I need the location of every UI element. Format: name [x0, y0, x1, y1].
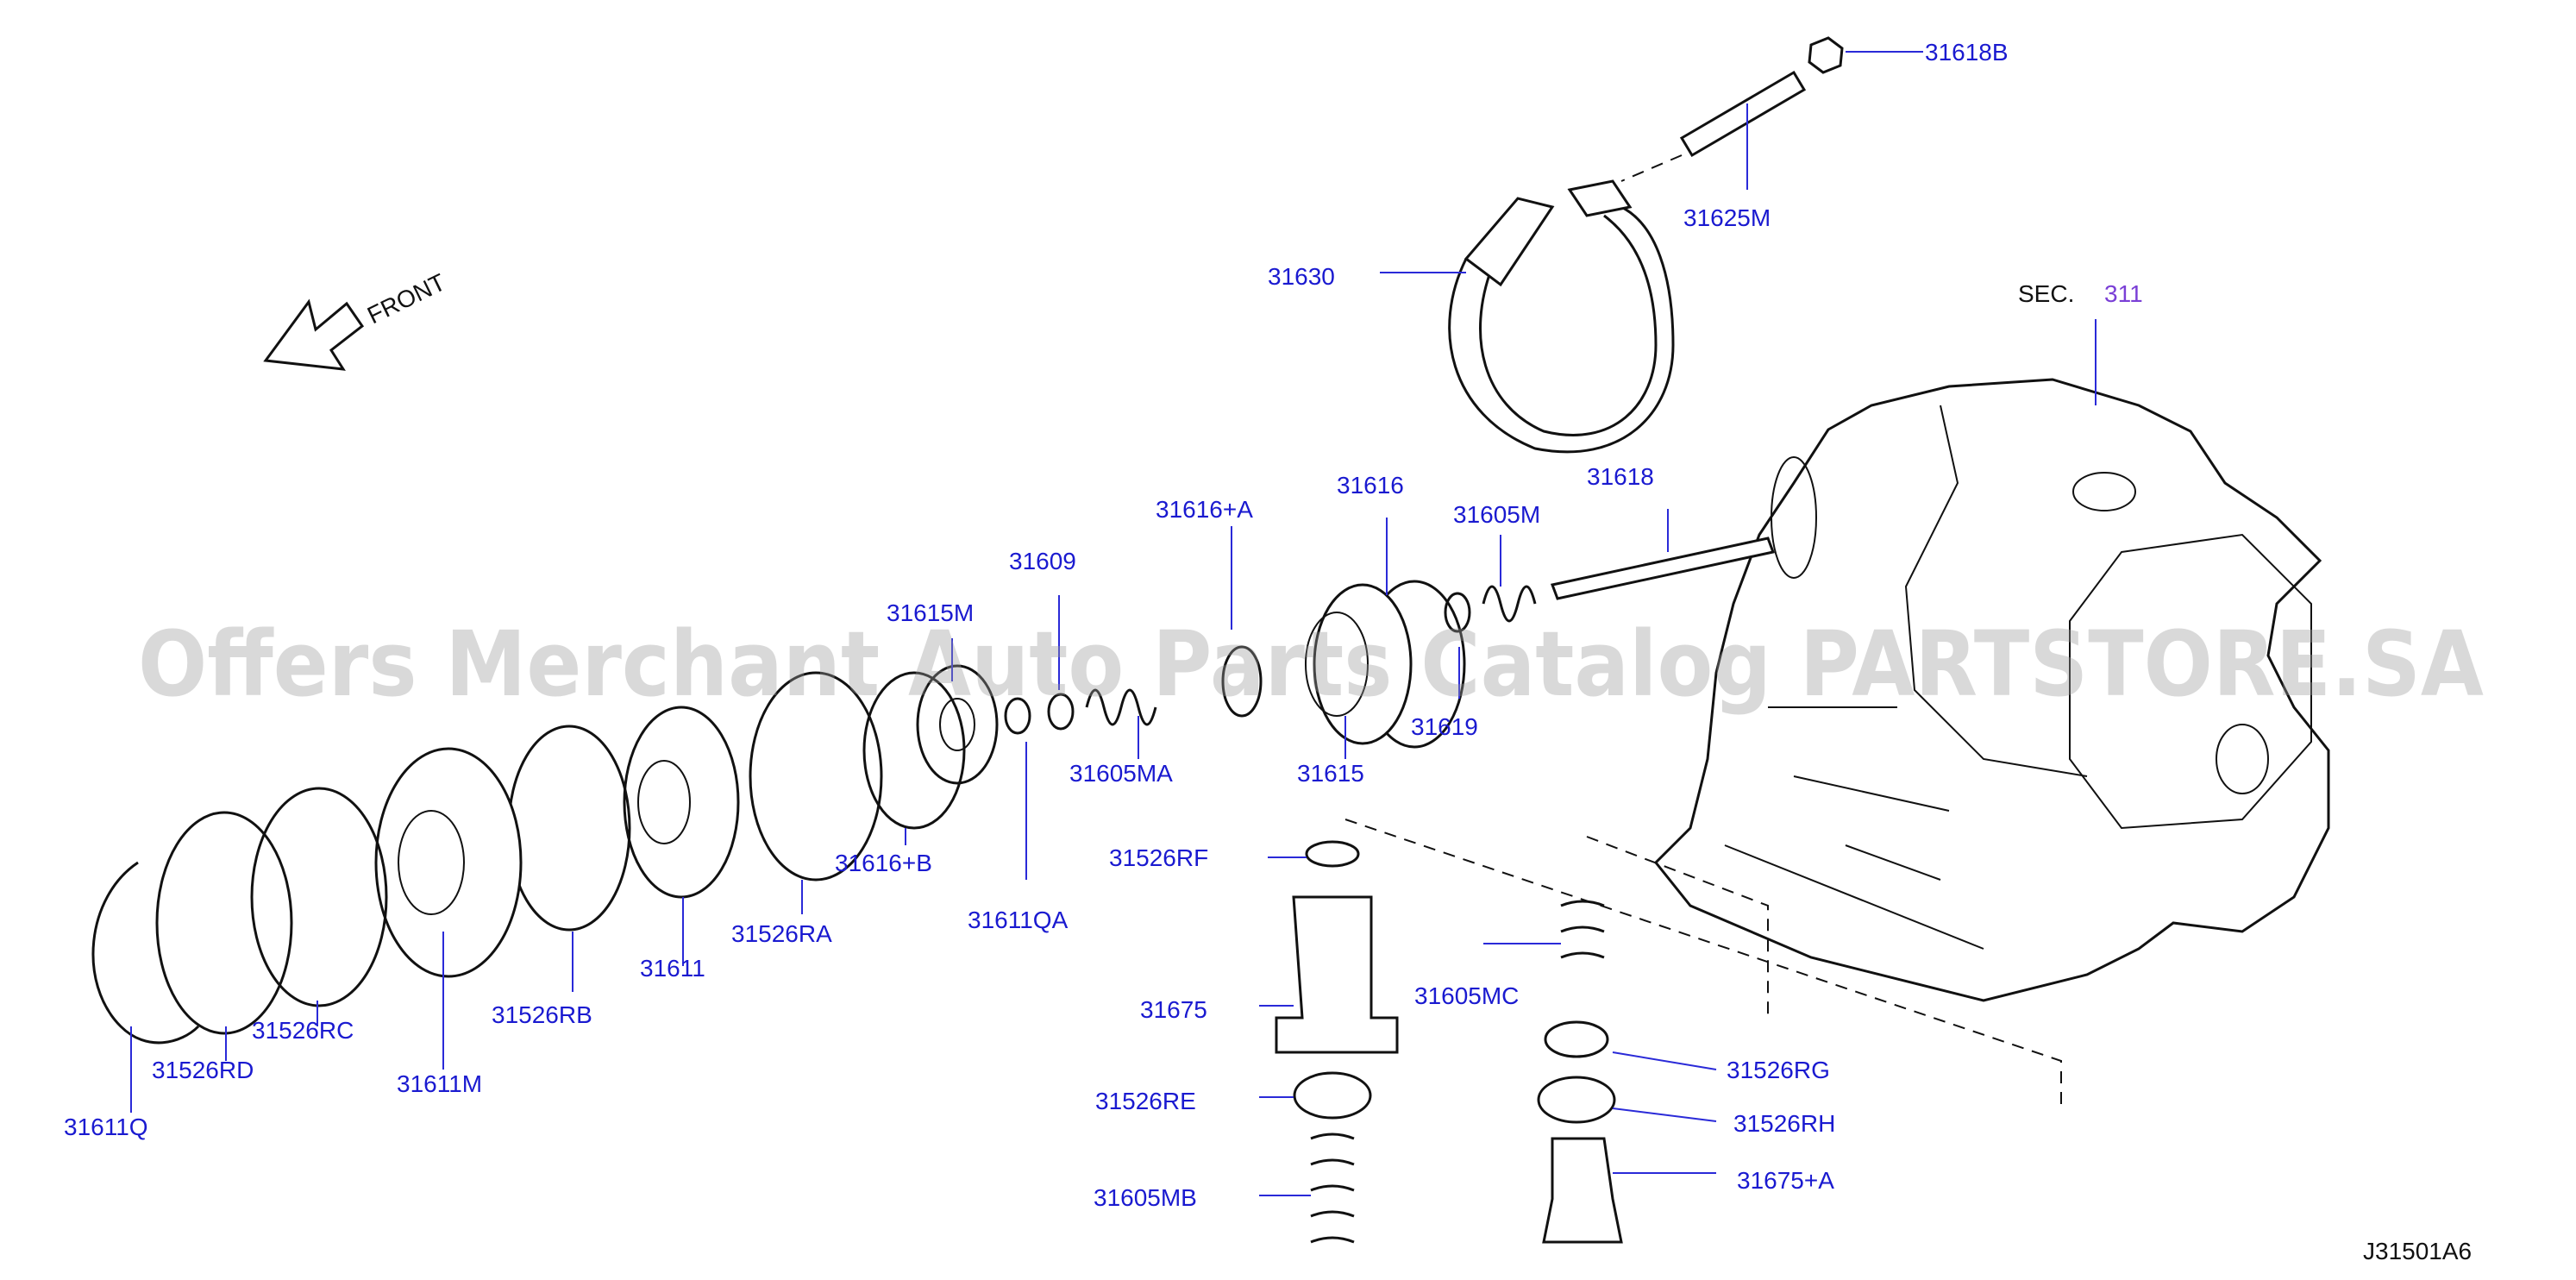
part-label-31618b[interactable]: 31618B — [1925, 39, 2009, 66]
part-label-31616a[interactable]: 31616+A — [1156, 496, 1253, 523]
part-label-31630[interactable]: 31630 — [1268, 263, 1335, 290]
diagram-id: J31501A6 — [2363, 1238, 2472, 1264]
part-label-31616[interactable]: 31616 — [1337, 472, 1404, 499]
part-label-31605ma[interactable]: 31605MA — [1069, 760, 1173, 787]
part-label-31526re[interactable]: 31526RE — [1095, 1088, 1196, 1114]
transmission-case — [1653, 378, 2330, 1002]
part-label-31611m[interactable]: 31611M — [397, 1070, 482, 1097]
part-label-31611qa[interactable]: 31611QA — [968, 907, 1069, 933]
part-label-31625m[interactable]: 31625M — [1683, 204, 1771, 231]
section-prefix: SEC. — [2018, 280, 2074, 307]
part-label-31605mc[interactable]: 31605MC — [1414, 982, 1519, 1009]
part-label-31526rd[interactable]: 31526RD — [152, 1057, 254, 1083]
part-label-31605mb[interactable]: 31605MB — [1094, 1184, 1197, 1211]
part-label-31615[interactable]: 31615 — [1297, 760, 1364, 787]
part-label-31526rg[interactable]: 31526RG — [1727, 1057, 1830, 1083]
accumulator-group — [1275, 819, 2062, 1244]
part-label-31619[interactable]: 31619 — [1411, 713, 1478, 740]
part-label-31615m[interactable]: 31615M — [887, 599, 974, 626]
part-label-31609[interactable]: 31609 — [1009, 548, 1076, 574]
front-label: FRONT — [363, 268, 449, 329]
part-label-31526rc[interactable]: 31526RC — [252, 1017, 354, 1044]
part-label-31611[interactable]: 31611 — [640, 955, 705, 982]
part-label-31526rh[interactable]: 31526RH — [1733, 1110, 1835, 1137]
brake-band — [1448, 179, 1675, 454]
nut — [1808, 36, 1844, 74]
part-label-31526rb[interactable]: 31526RB — [492, 1001, 592, 1028]
part-label-31616b[interactable]: 31616+B — [835, 850, 932, 876]
part-label-31611q[interactable]: 31611Q — [64, 1114, 148, 1140]
part-label-31526rf[interactable]: 31526RF — [1109, 844, 1208, 871]
servo-rod — [1550, 536, 1776, 600]
watermark-text: Offers Merchant Auto Parts Catalog PARTS… — [138, 612, 2484, 717]
part-label-31618[interactable]: 31618 — [1587, 463, 1654, 490]
part-label-31675a[interactable]: 31675+A — [1737, 1167, 1834, 1194]
piston-assembly-row — [91, 580, 1537, 1045]
part-label-31605m[interactable]: 31605M — [1453, 501, 1540, 528]
part-label-31675[interactable]: 31675 — [1140, 996, 1207, 1023]
anchor-stud — [1620, 70, 1807, 182]
section-reference[interactable]: SEC. 311 — [2018, 280, 2143, 307]
leader-lines — [130, 51, 2097, 1196]
front-arrow-icon — [263, 298, 365, 371]
part-label-31526ra[interactable]: 31526RA — [731, 920, 832, 947]
section-number[interactable]: 311 — [2104, 280, 2143, 307]
